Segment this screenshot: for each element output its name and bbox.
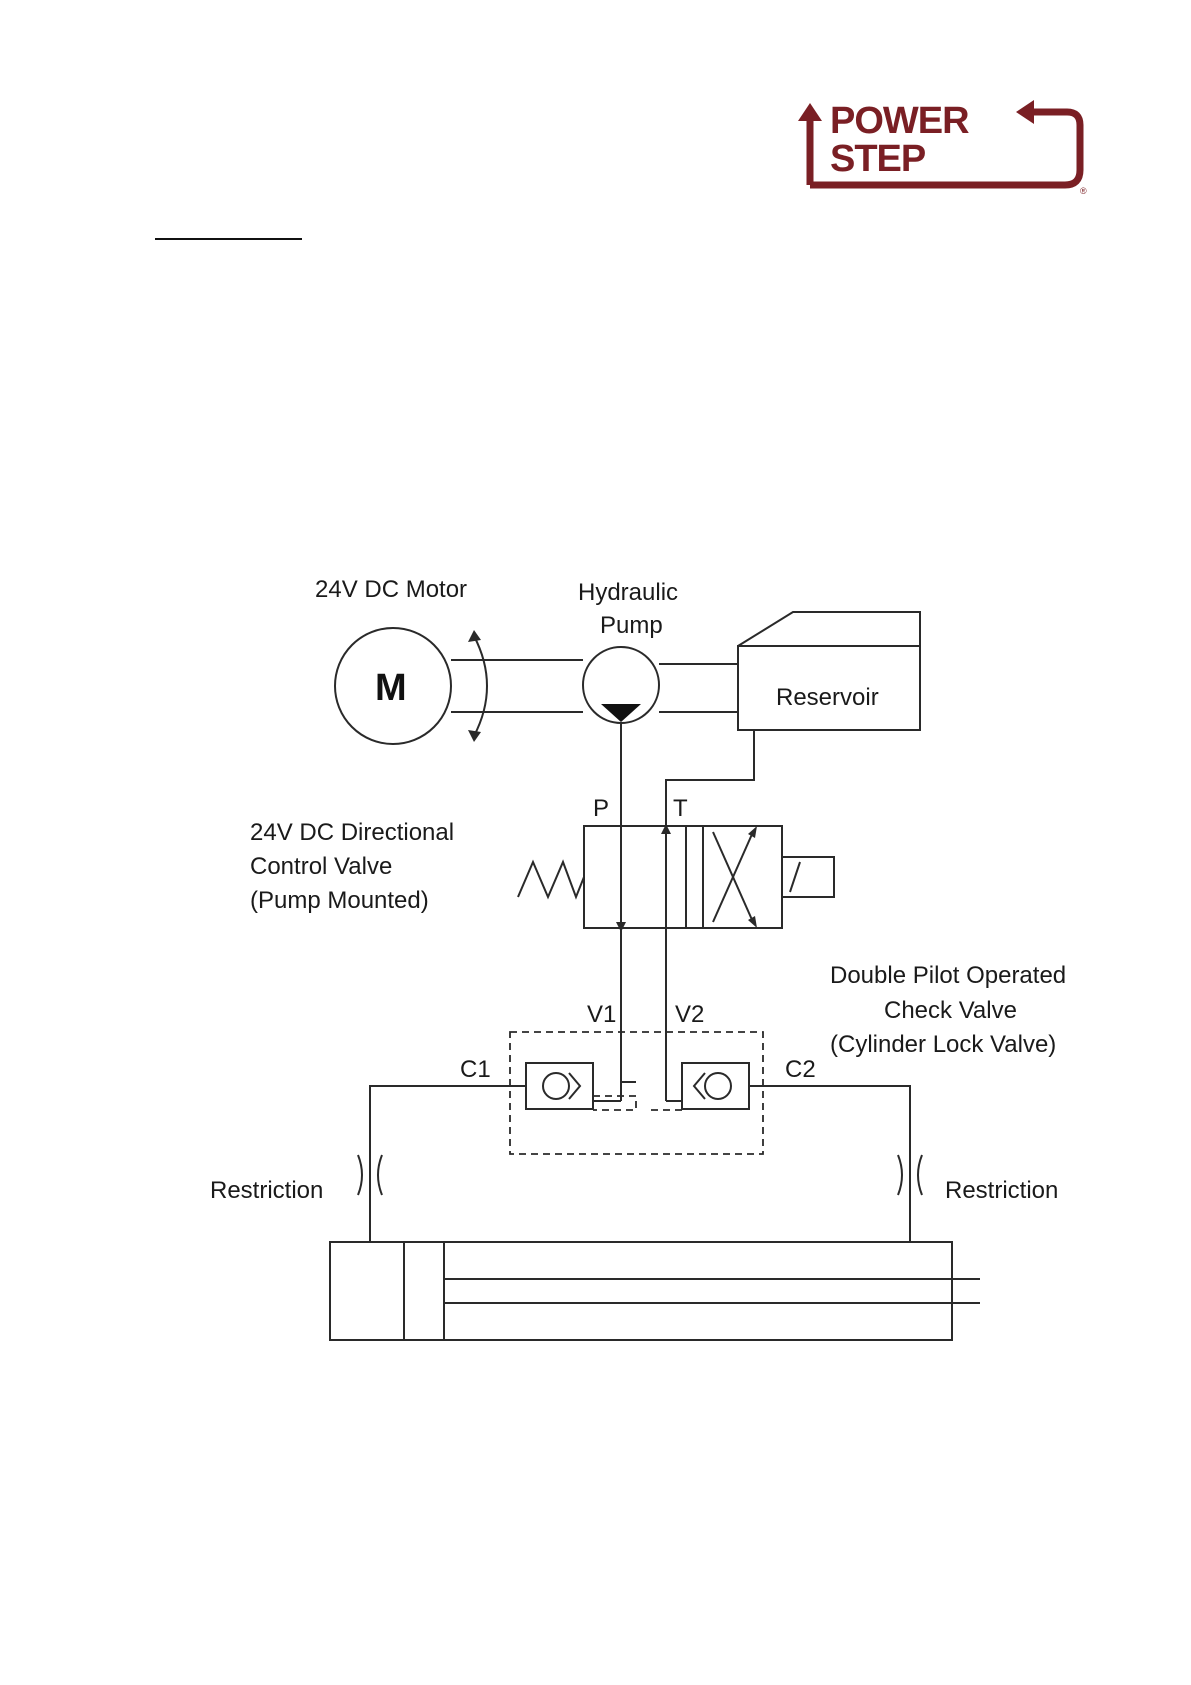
pilot-line-left [593, 1096, 636, 1110]
c1-line [370, 1086, 526, 1242]
restriction-left-label: Restriction [210, 1177, 323, 1204]
motor-label: 24V DC Motor [315, 576, 467, 603]
restriction-left-arc-2 [378, 1155, 382, 1195]
restriction-right-arc-2 [918, 1155, 922, 1195]
port-v2-label: V2 [675, 1001, 704, 1028]
motor-symbol: M [375, 667, 407, 709]
restriction-left-arc-1 [358, 1155, 362, 1195]
check-valve-dashed-box [510, 1032, 763, 1154]
valve-spring [518, 862, 584, 897]
check-valve-right-box [682, 1063, 749, 1109]
port-c1-label: C1 [460, 1056, 491, 1083]
c2-line [749, 1086, 910, 1242]
port-c2-label: C2 [785, 1056, 816, 1083]
valve-label-line2: Control Valve [250, 853, 392, 880]
valve-label-line3: (Pump Mounted) [250, 887, 429, 914]
check-valve-left-ball [543, 1073, 569, 1099]
restriction-right-arc-1 [898, 1155, 902, 1195]
port-t-label: T [673, 795, 688, 822]
reservoir-label: Reservoir [776, 684, 879, 711]
check-valve-label-line1: Double Pilot Operated [830, 962, 1066, 989]
restriction-right-label: Restriction [945, 1177, 1058, 1204]
pump-label-line1: Hydraulic [578, 579, 678, 606]
check-valve-label-line3: (Cylinder Lock Valve) [830, 1031, 1056, 1058]
check-valve-left-seat [569, 1073, 580, 1099]
check-valve-label-line2: Check Valve [884, 997, 1017, 1024]
valve-label-line1: 24V DC Directional [250, 819, 454, 846]
port-p-label: P [593, 795, 609, 822]
port-v1-label: V1 [587, 1001, 616, 1028]
check-valve-left-box [526, 1063, 593, 1109]
pump-label-line2: Pump [600, 612, 663, 639]
cylinder-barrel [330, 1242, 952, 1340]
reservoir-top [738, 612, 920, 646]
check-valve-right-ball [705, 1073, 731, 1099]
rotation-arrow [474, 636, 487, 736]
solenoid-slash [790, 862, 800, 892]
valve-body [584, 826, 782, 928]
check-valve-right-seat [694, 1073, 705, 1099]
